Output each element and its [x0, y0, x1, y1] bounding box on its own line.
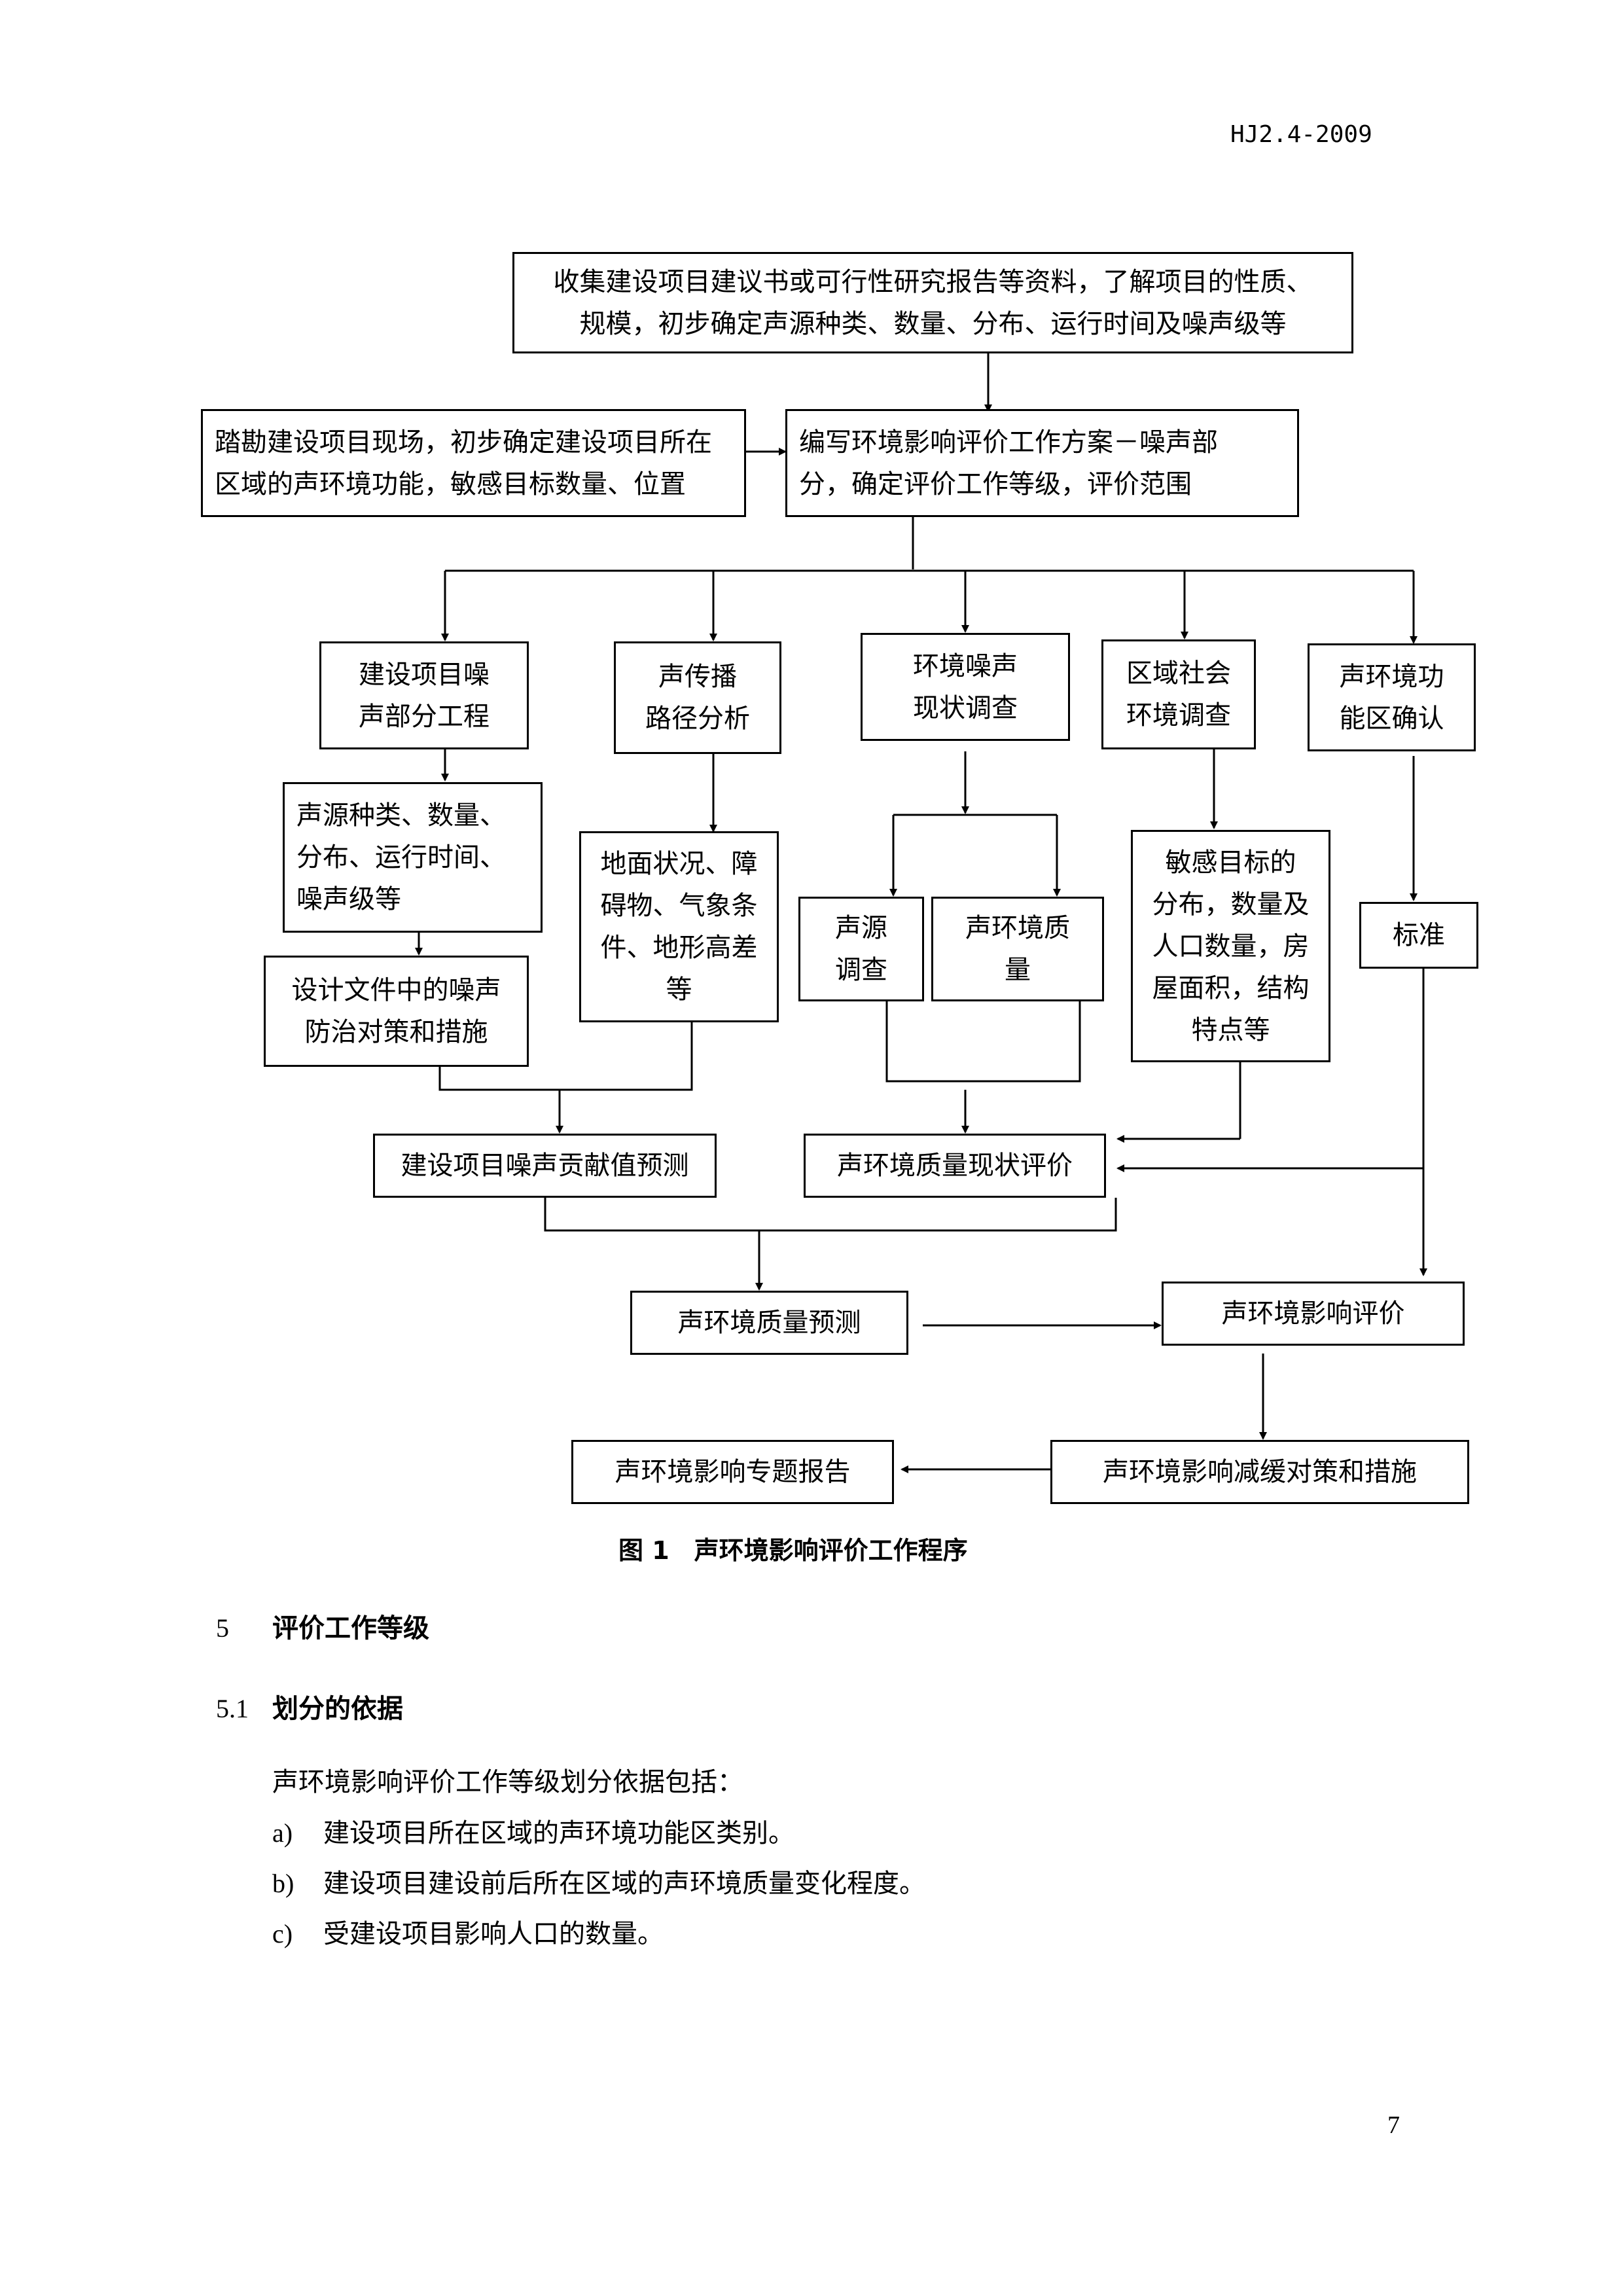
intro-paragraph: 声环境影响评价工作等级划分依据包括：	[272, 1767, 743, 1797]
list-item: b)建设项目建设前后所在区域的声环境质量变化程度。	[272, 1869, 925, 1899]
impact-evaluation-box: 声环境影响评价	[1162, 1282, 1465, 1346]
design-documents-box: 设计文件中的噪声防治对策和措施	[264, 956, 529, 1067]
work-plan-box: 编写环境影响评价工作方案－噪声部分，确定评价工作等级，评价范围	[785, 409, 1299, 517]
quality-survey-box: 声环境质量	[931, 897, 1104, 1001]
section-5-heading: 5 评价工作等级	[216, 1607, 429, 1645]
list-item: a)建设项目所在区域的声环境功能区类别。	[272, 1818, 794, 1848]
page-number: 7	[1387, 2111, 1400, 2139]
standard-box: 标准	[1359, 902, 1478, 969]
standard-number: HJ2.4-2009	[1230, 121, 1372, 148]
section-number: 5.1	[216, 1694, 249, 1723]
status-evaluation-box: 声环境质量现状评价	[804, 1134, 1106, 1198]
section-5-1-heading: 5.1 划分的依据	[216, 1687, 403, 1725]
regional-social-box: 区域社会环境调查	[1101, 639, 1256, 749]
contribution-forecast-box: 建设项目噪声贡献值预测	[373, 1134, 717, 1198]
quality-forecast-box: 声环境质量预测	[630, 1291, 908, 1355]
terrain-conditions-box: 地面状况、障碍物、气象条件、地形高差等	[579, 831, 779, 1022]
section-title: 划分的依据	[272, 1694, 403, 1724]
section-number: 5	[216, 1613, 229, 1643]
collect-data-box: 收集建设项目建议书或可行性研究报告等资料，了解项目的性质、规模，初步确定声源种类…	[512, 252, 1353, 353]
list-item: c)受建设项目影响人口的数量。	[272, 1919, 664, 1949]
figure-caption: 图 1 声环境影响评价工作程序	[618, 1536, 968, 1565]
source-types-box: 声源种类、数量、分布、运行时间、噪声级等	[283, 782, 543, 933]
environment-noise-box: 环境噪声现状调查	[861, 633, 1070, 741]
project-noise-box: 建设项目噪声部分工程	[319, 641, 529, 749]
mitigation-box: 声环境影响减缓对策和措施	[1050, 1440, 1469, 1504]
propagation-box: 声传播路径分析	[614, 641, 781, 754]
function-zone-box: 声环境功能区确认	[1308, 643, 1476, 751]
section-title: 评价工作等级	[272, 1613, 429, 1643]
source-survey-box: 声源调查	[798, 897, 924, 1001]
special-report-box: 声环境影响专题报告	[571, 1440, 894, 1504]
site-survey-box: 踏勘建设项目现场，初步确定建设项目所在区域的声环境功能，敏感目标数量、位置	[201, 409, 746, 517]
sensitive-targets-box: 敏感目标的分布，数量及人口数量，房屋面积，结构特点等	[1131, 830, 1330, 1062]
